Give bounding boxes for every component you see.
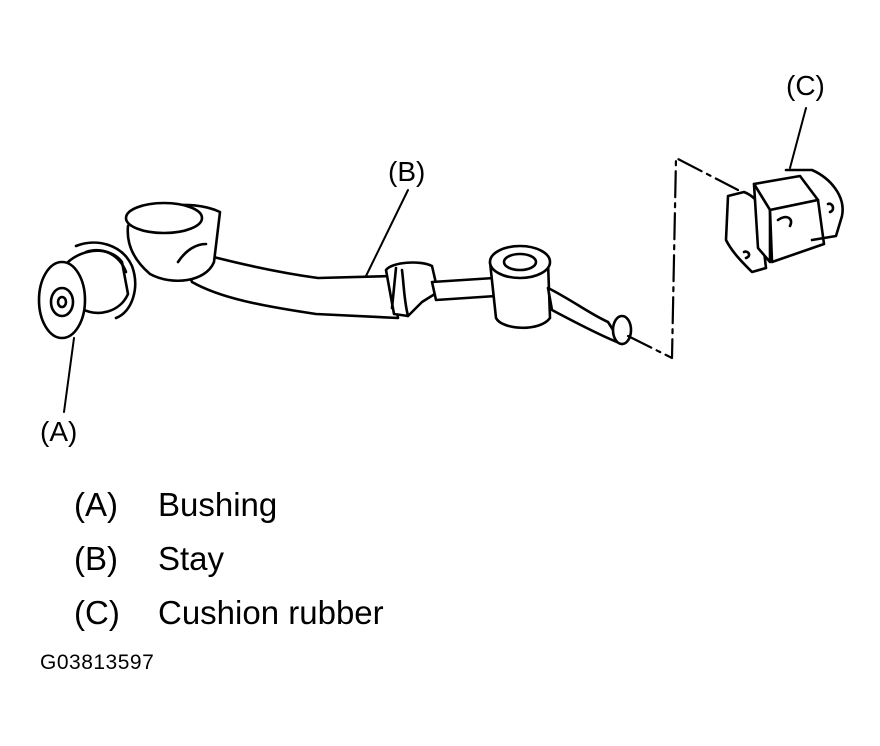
callout-a: (A): [40, 416, 78, 447]
legend-item-cushion-rubber: (C) Cushion rubber: [74, 586, 384, 640]
leader-line-a: [63, 337, 75, 413]
stay-part: [124, 201, 633, 346]
callout-b: (B): [388, 156, 426, 187]
bushing-part: [37, 241, 137, 340]
callout-c: (C): [786, 70, 825, 101]
leader-line-b: [365, 189, 409, 277]
legend-key: (B): [74, 540, 118, 577]
legend-key: (C): [74, 594, 120, 631]
parts-legend: (A) Bushing (B) Stay (C) Cushion rubber: [74, 478, 384, 640]
cushion-rubber-part: [724, 168, 844, 274]
legend-label: Cushion rubber: [158, 594, 384, 631]
legend-label: Stay: [158, 540, 225, 577]
legend-label: Bushing: [158, 486, 278, 523]
legend-item-bushing: (A) Bushing: [74, 478, 384, 532]
legend-item-stay: (B) Stay: [74, 532, 384, 586]
figure-id: G03813597: [40, 651, 155, 674]
assembly-alignment-line: [626, 156, 740, 360]
legend-key: (A): [74, 486, 118, 523]
leader-line-c: [789, 107, 807, 169]
